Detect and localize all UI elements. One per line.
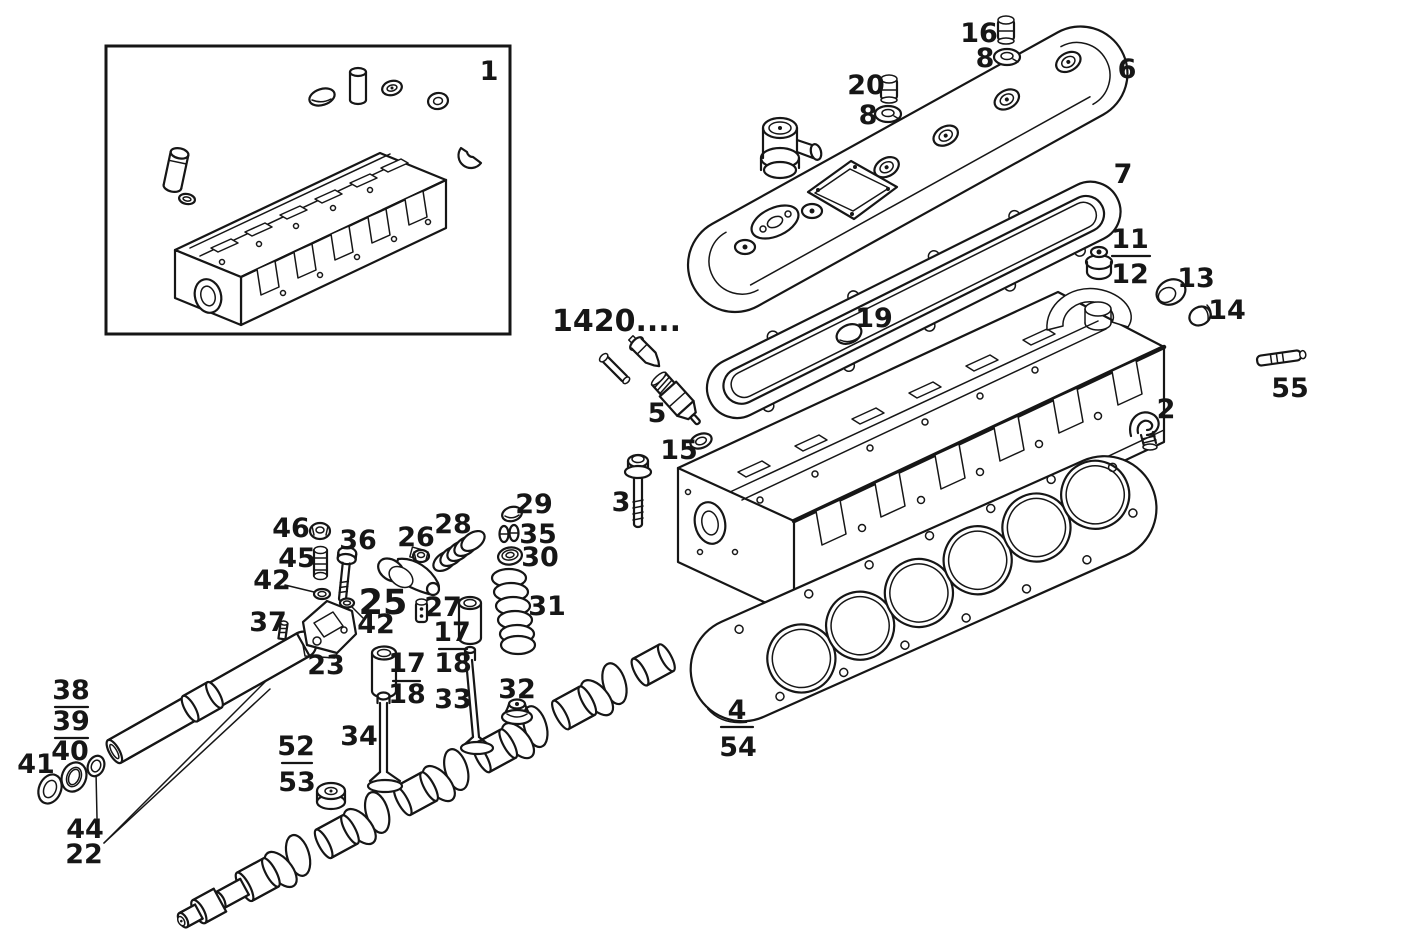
washer-42-right-drawing	[338, 597, 364, 619]
callout-30: 30	[521, 542, 559, 573]
callout-28: 28	[434, 509, 472, 540]
callout-40: 40	[51, 736, 89, 767]
callout-20: 20	[847, 70, 885, 101]
glow-plug-5-drawing	[650, 371, 701, 426]
cylinder-head-drawing	[676, 287, 1167, 618]
callout-54: 54	[719, 732, 757, 763]
callout-15: 15	[660, 435, 698, 466]
callout-4: 4	[728, 695, 747, 726]
callout-46: 46	[272, 513, 310, 544]
callout-32: 32	[498, 674, 536, 705]
spacer-27-drawing	[414, 598, 429, 624]
callout-14: 14	[1208, 295, 1246, 326]
callout-18-left: 18	[388, 679, 426, 710]
callout-17-left: 17	[388, 648, 426, 679]
sleeve-45-drawing	[312, 545, 329, 581]
callout-55: 55	[1271, 373, 1309, 404]
callout-11: 11	[1111, 224, 1149, 255]
retainer-30-drawing	[496, 546, 524, 566]
cup-plug-14-drawing	[1188, 304, 1212, 327]
valve-spring-31-drawing	[490, 567, 537, 656]
cup-plug-13-drawing	[1155, 278, 1187, 306]
breather-drawing	[759, 116, 823, 180]
valve-34-drawing	[366, 691, 404, 794]
grommet-11-12-drawing	[1084, 245, 1114, 281]
dowel-pin-55-drawing	[1255, 349, 1307, 367]
callout-25: 25	[359, 583, 408, 623]
callout-6: 6	[1118, 54, 1137, 85]
callout-34: 34	[340, 721, 378, 752]
ring-44-drawing	[86, 754, 106, 778]
callout-8-upper: 8	[976, 43, 995, 74]
washer-15-drawing	[689, 432, 713, 450]
callout-17-right: 17	[433, 617, 471, 648]
callout-31: 31	[528, 591, 566, 622]
callout-35: 35	[519, 519, 557, 550]
callout-36: 36	[339, 525, 377, 556]
washer-42-left-drawing	[284, 584, 332, 601]
valve-guide-right-drawing	[457, 595, 483, 646]
callout-5: 5	[648, 398, 667, 429]
stud-37-drawing	[277, 620, 289, 641]
injector-drawing	[627, 334, 661, 368]
callout-27: 27	[424, 592, 462, 623]
callout-37: 37	[249, 607, 287, 638]
callout-53: 53	[278, 767, 316, 798]
spring-28-drawing	[432, 529, 486, 573]
nut-26-drawing	[411, 548, 431, 564]
rocker-shaft-drawing	[105, 630, 318, 765]
plug-19-drawing	[835, 323, 863, 345]
callout-12: 12	[1111, 259, 1149, 290]
cap-nut-16-drawing	[996, 14, 1016, 46]
bolt-36-drawing	[336, 545, 358, 603]
valve-33-drawing	[459, 645, 495, 756]
callout-33: 33	[434, 684, 472, 715]
callout-42-left: 42	[253, 565, 291, 596]
washer-8-lower-drawing	[873, 104, 903, 124]
callout-29: 29	[515, 489, 553, 520]
callout-52: 52	[277, 731, 315, 762]
collets-35-drawing	[498, 523, 520, 544]
callout-16: 16	[960, 18, 998, 49]
callout-41: 41	[17, 749, 55, 780]
spring-cap-29-drawing	[501, 505, 523, 523]
nut-46-drawing	[308, 521, 332, 541]
ring-38-40-drawing	[60, 761, 88, 793]
callout-44: 44	[66, 814, 104, 845]
valve-cover-drawing	[686, 25, 1129, 314]
callout-13: 13	[1177, 263, 1215, 294]
callout-7: 7	[1114, 159, 1133, 190]
callout-2: 2	[1157, 394, 1176, 425]
callout-26: 26	[397, 522, 435, 553]
valve-guide-left-drawing	[370, 645, 398, 699]
callout-45: 45	[278, 543, 316, 574]
callout-39: 39	[52, 706, 90, 737]
callout-38: 38	[52, 675, 90, 706]
valve-cover-gasket-drawing	[705, 180, 1122, 420]
callout-42-right: 42	[357, 609, 395, 640]
bracket-23-drawing	[301, 599, 358, 659]
tappet-52-53-drawing	[315, 781, 347, 811]
hose-2-drawing	[1128, 411, 1160, 451]
cylinder-head-assembly-drawing	[162, 66, 483, 327]
callout-1420: 1420....	[552, 304, 681, 339]
stem-seal-32-drawing	[500, 698, 534, 726]
pin-drawing	[598, 352, 631, 385]
o-ring-41-drawing	[37, 773, 63, 805]
callout-22: 22	[65, 839, 103, 870]
callout-23: 23	[307, 650, 345, 681]
inset-box	[104, 44, 512, 336]
callout-19: 19	[855, 303, 893, 334]
washer-8-upper-drawing	[992, 47, 1022, 67]
head-gasket-drawing	[689, 455, 1158, 724]
head-bolt-3-drawing	[623, 453, 653, 529]
callout-1: 1	[480, 56, 499, 87]
callout-18-right: 18	[434, 648, 472, 679]
callout-labels: 1 16 8 20 8 6 7 11 12 13 14 19 1420.... …	[17, 18, 1309, 870]
callout-3: 3	[612, 487, 631, 518]
callout-8-lower: 8	[859, 100, 878, 131]
